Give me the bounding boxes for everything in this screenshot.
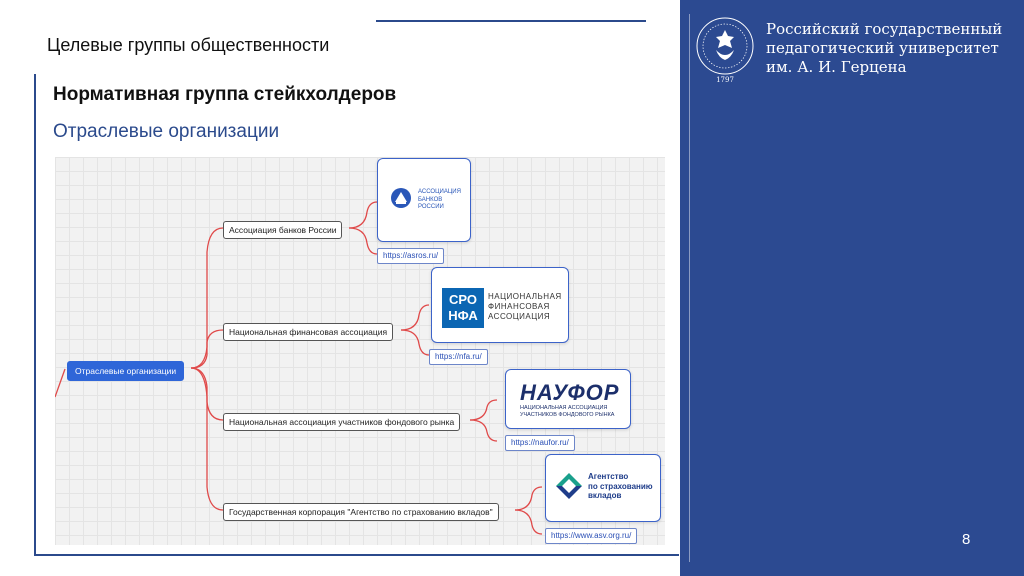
emblem-year: 1797 [716,76,734,84]
mindmap-node-banks-association: Ассоциация банков России [223,221,343,239]
left-accent-bar [34,74,36,556]
slide-subheading: Отраслевые организации [53,121,280,142]
nfa-logo-text: НАЦИОНАЛЬНАЯ ФИНАНСОВАЯ АССОЦИАЦИЯ [488,292,562,321]
mindmap-node-asv: Государственная корпорация "Агентство по… [223,503,499,521]
mindmap-node-naufor: Национальная ассоциация участников фондо… [223,413,461,431]
logo-card-naufor: НАУФОР НАЦИОНАЛЬНАЯ АССОЦИАЦИЯ УЧАСТНИКО… [505,369,631,429]
mindmap-image: Отраслевые организации Ассоциация банков… [55,157,665,545]
mindmap-connectors [55,201,543,535]
panel-divider [689,14,690,562]
logo-card-nfa: СРО НФА НАЦИОНАЛЬНАЯ ФИНАНСОВАЯ АССОЦИАЦ… [431,267,569,343]
url-naufor[interactable]: https://naufor.ru/ [505,435,575,451]
logo-card-banks-association: АССОЦИАЦИЯ БАНКОВ РОССИИ [377,158,471,242]
logo-card-asv: Агентство по страхованию вкладов [545,454,661,522]
naufor-logo-text: НАЦИОНАЛЬНАЯ АССОЦИАЦИЯ УЧАСТНИКОВ ФОНДО… [520,405,615,418]
banks-association-logo-text: АССОЦИАЦИЯ БАНКОВ РОССИИ [418,189,461,210]
top-divider [376,20,646,22]
bottom-divider [34,554,679,556]
university-name: Российский государственный педагогически… [766,20,1006,77]
section-title: Целевые группы общественности [47,35,330,55]
asv-logo-icon [556,473,582,499]
url-asv[interactable]: https://www.asv.org.ru/ [545,528,638,544]
mindmap-root-node: Отраслевые организации [67,361,185,381]
university-panel [680,0,1024,576]
university-name-line-3: им. А. И. Герцена [766,58,907,76]
url-nfa[interactable]: https://nfa.ru/ [429,349,488,365]
page-number: 8 [962,531,971,548]
slide-heading: Нормативная группа стейкхолдеров [53,84,397,105]
university-name-line-2: педагогический университет [766,39,999,57]
mindmap-node-nfa: Национальная финансовая ассоциация [223,323,394,341]
asv-logo-text: Агентство по страхованию вкладов [588,472,653,500]
nfa-logo-mark: СРО НФА [442,288,484,328]
university-name-line-1: Российский государственный [766,20,1003,38]
university-emblem-icon: 1797 [696,17,754,84]
url-asros[interactable]: https://asros.ru/ [377,248,445,264]
banks-association-logo-icon [391,188,411,208]
naufor-logo-mark: НАУФОР [520,380,620,405]
